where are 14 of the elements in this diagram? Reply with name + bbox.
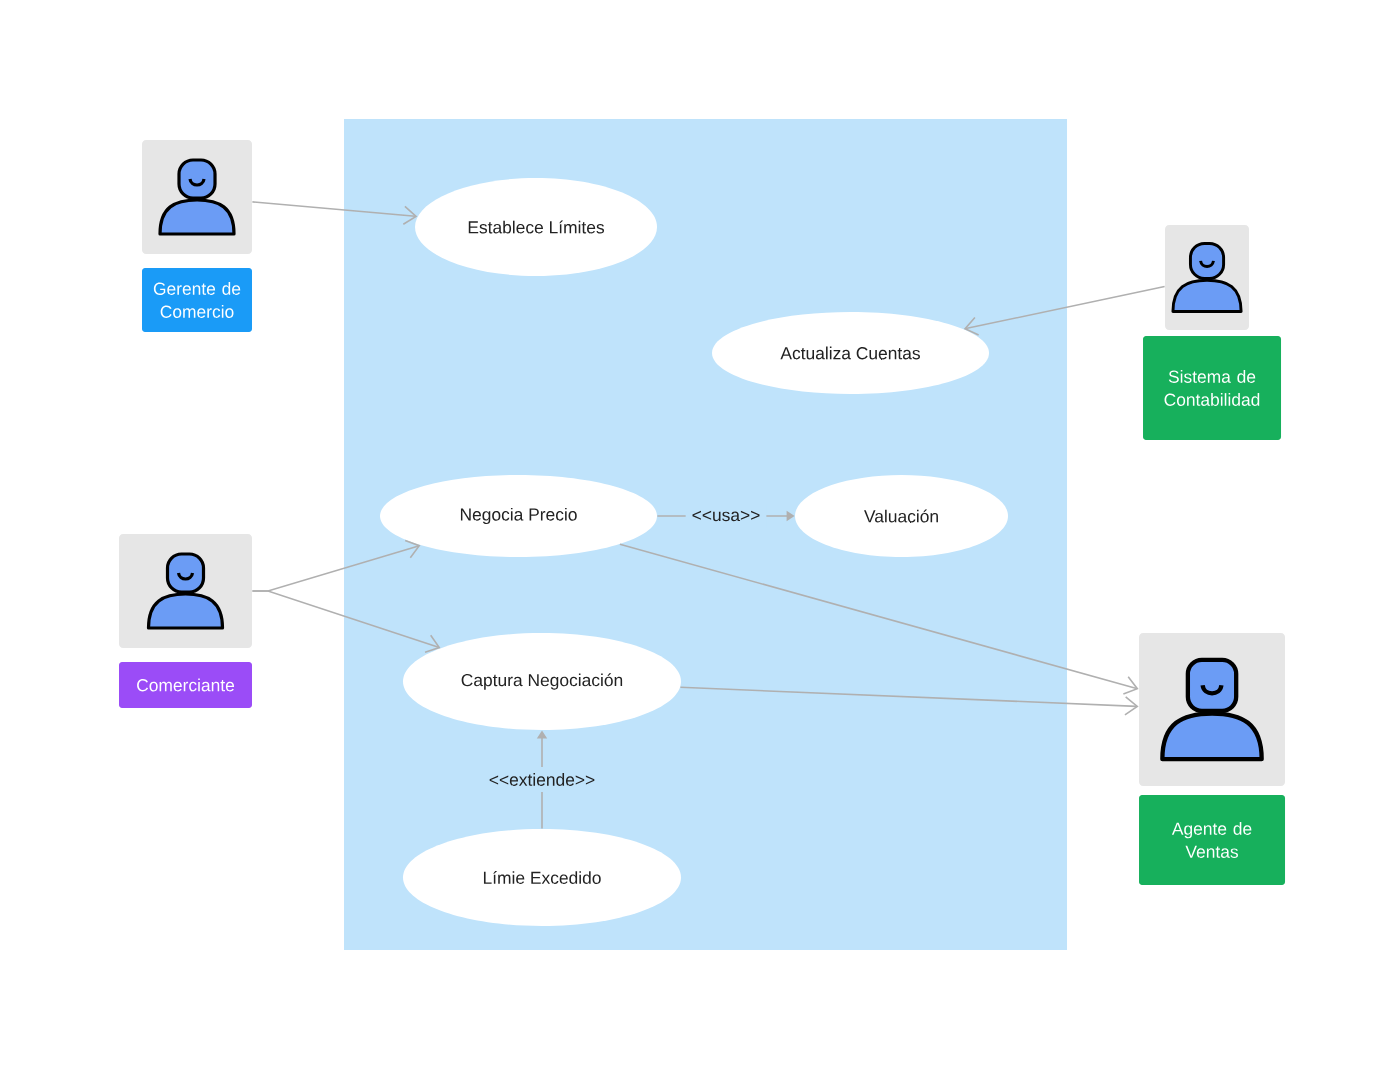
actor-label: Gerente de Comercio xyxy=(142,268,252,332)
actor-label: Agente de Ventas xyxy=(1139,795,1286,885)
arrow xyxy=(251,201,418,226)
actor-label: Comerciante xyxy=(119,662,252,708)
arrow xyxy=(679,686,1139,716)
actor-label: Sistema de Contabilidad xyxy=(1143,336,1282,440)
actor-icon xyxy=(142,140,252,254)
actor-icon xyxy=(1139,633,1286,786)
arrow xyxy=(963,285,1166,336)
edge-label: <<extiende>> xyxy=(482,767,602,792)
actor-icon xyxy=(1165,225,1249,330)
actor-icon xyxy=(119,534,252,648)
arrow xyxy=(619,543,1139,695)
arrow xyxy=(251,590,441,654)
